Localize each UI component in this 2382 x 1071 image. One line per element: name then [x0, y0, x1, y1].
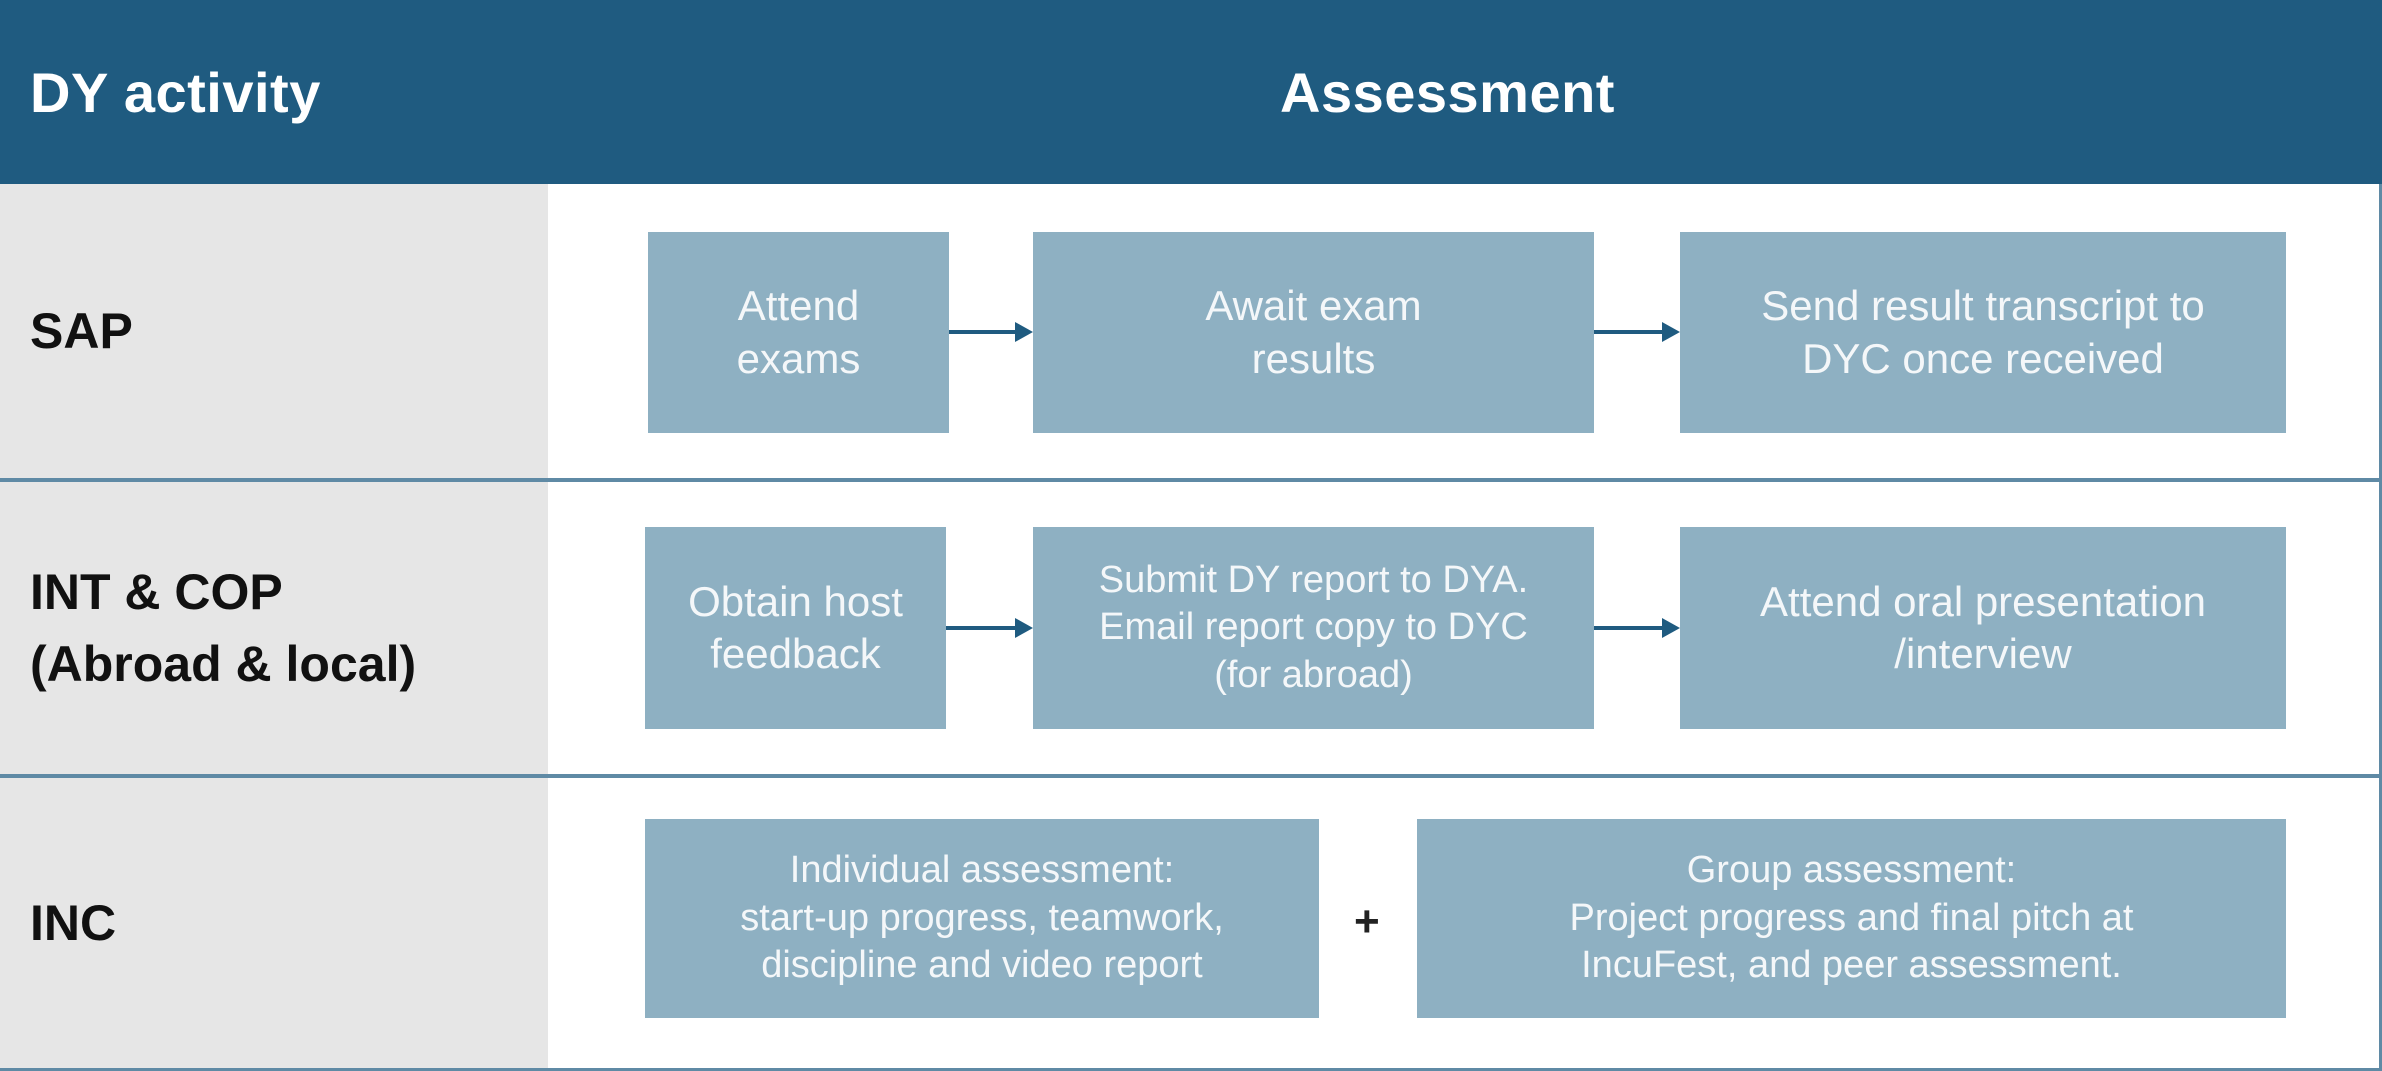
step-group-assessment: Group assessment: Project progress and f…	[1417, 819, 2286, 1018]
row-label-cell: INC	[0, 778, 548, 1068]
table-row-sap: SAP Attend exams Await exam results Send…	[0, 184, 2382, 482]
row-label-int-cop: INT & COP (Abroad & local)	[30, 563, 417, 693]
step-attend-exams: Attend exams	[648, 232, 949, 433]
step-text: Obtain host feedback	[688, 577, 903, 678]
step-text: Attend exams	[736, 282, 861, 382]
row-label-cell: SAP	[0, 184, 548, 478]
step-await-exam-results: Await exam results	[1033, 232, 1594, 433]
step-text: Individual assessment: start-up progress…	[740, 849, 1224, 987]
step-text: Submit DY report to DYA. Email report co…	[1098, 558, 1529, 696]
step-text: Attend oral presentation /interview	[1760, 577, 2206, 678]
step-text: Await exam results	[1205, 282, 1422, 382]
step-attend-oral-presentation: Attend oral presentation /interview	[1680, 527, 2286, 729]
arrow-right-icon	[949, 322, 1033, 342]
step-submit-dy-report: Submit DY report to DYA. Email report co…	[1033, 527, 1594, 729]
row-label-cell: INT & COP (Abroad & local)	[0, 482, 548, 774]
row-label-inc: INC	[30, 894, 117, 951]
table-row-inc: INC Individual assessment: start-up prog…	[0, 778, 2382, 1071]
header-activity-label: DY activity	[30, 60, 321, 124]
step-text: Group assessment: Project progress and f…	[1569, 849, 2134, 987]
step-individual-assessment: Individual assessment: start-up progress…	[645, 819, 1319, 1018]
step-obtain-host-feedback: Obtain host feedback	[645, 527, 946, 729]
step-text: Send result transcript to DYC once recei…	[1761, 282, 2205, 382]
arrow-right-icon	[946, 618, 1033, 638]
arrow-right-icon	[1594, 322, 1680, 342]
row-label-sap: SAP	[30, 302, 133, 359]
table-right-border	[2379, 184, 2382, 1071]
arrow-right-icon	[1594, 618, 1680, 638]
table-row-int-cop: INT & COP (Abroad & local) Obtain host f…	[0, 482, 2382, 778]
table-header: DY activity Assessment	[0, 0, 2382, 184]
step-send-result-transcript: Send result transcript to DYC once recei…	[1680, 232, 2286, 433]
header-assessment-label: Assessment	[1280, 60, 1615, 124]
plus-connector: +	[1354, 897, 1380, 946]
